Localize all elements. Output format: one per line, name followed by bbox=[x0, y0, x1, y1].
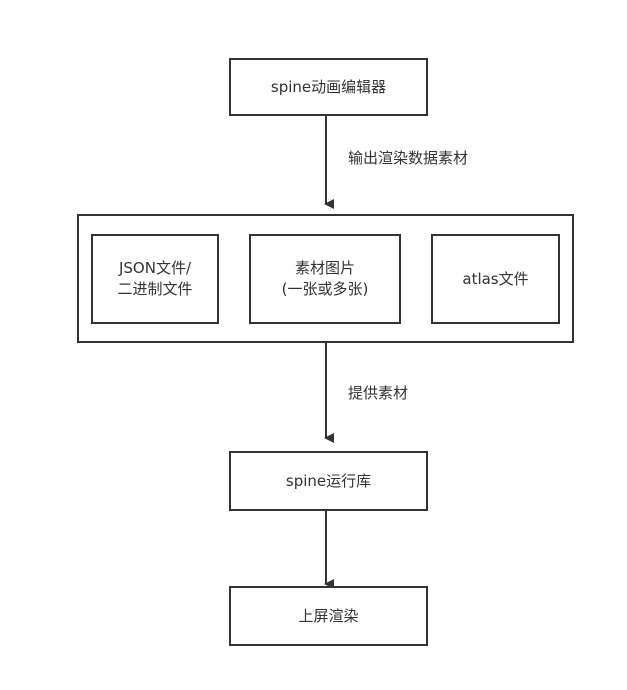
runtime-node: spine运行库 bbox=[229, 451, 428, 511]
render-node: 上屏渲染 bbox=[229, 586, 428, 646]
runtime-node-label: spine运行库 bbox=[285, 471, 372, 490]
json-file-label-line1: JSON文件/ bbox=[118, 259, 191, 277]
editor-node: spine动画编辑器 bbox=[229, 58, 428, 116]
render-node-label: 上屏渲染 bbox=[298, 606, 359, 625]
editor-node-label: spine动画编辑器 bbox=[270, 77, 387, 96]
images-node: 素材图片 (一张或多张) bbox=[249, 234, 401, 324]
json-file-label-line2: 二进制文件 bbox=[117, 280, 193, 298]
atlas-file-label: atlas文件 bbox=[462, 269, 529, 288]
images-label-line2: (一张或多张) bbox=[281, 280, 369, 298]
atlas-file-node: atlas文件 bbox=[431, 234, 560, 324]
images-label-line1: 素材图片 bbox=[294, 259, 355, 277]
provide-edge-label: 提供素材 bbox=[348, 384, 409, 402]
export-edge-label: 输出渲染数据素材 bbox=[348, 149, 469, 167]
json-file-node: JSON文件/ 二进制文件 bbox=[91, 234, 219, 324]
